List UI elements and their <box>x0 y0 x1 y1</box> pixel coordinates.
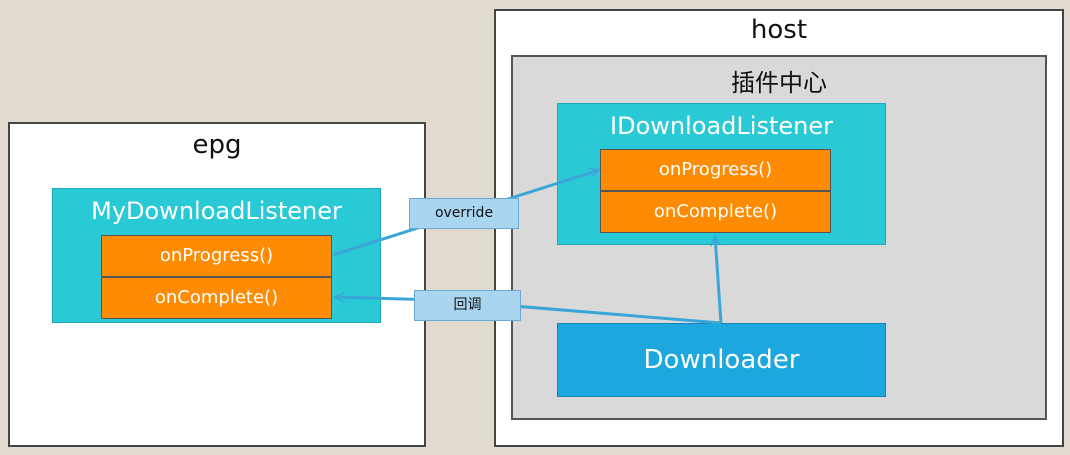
implements-edge <box>715 236 723 324</box>
my-listener-onprogress-method: onProgress() <box>101 235 332 277</box>
downloader-class: Downloader <box>557 323 886 397</box>
override-label: override <box>409 198 519 229</box>
callback-label: 回调 <box>414 290 521 321</box>
my-download-listener-name: MyDownloadListener <box>91 197 342 225</box>
epg-title: epg <box>192 130 242 160</box>
i-listener-oncomplete-method: onComplete() <box>600 191 831 233</box>
i-listener-onprogress-method: onProgress() <box>600 149 831 191</box>
my-listener-oncomplete-method: onComplete() <box>101 277 332 319</box>
callback-edge <box>335 297 722 325</box>
plugin-center-title: 插件中心 <box>731 69 827 97</box>
host-title: host <box>750 15 808 45</box>
i-download-listener-name: IDownloadListener <box>610 112 833 140</box>
